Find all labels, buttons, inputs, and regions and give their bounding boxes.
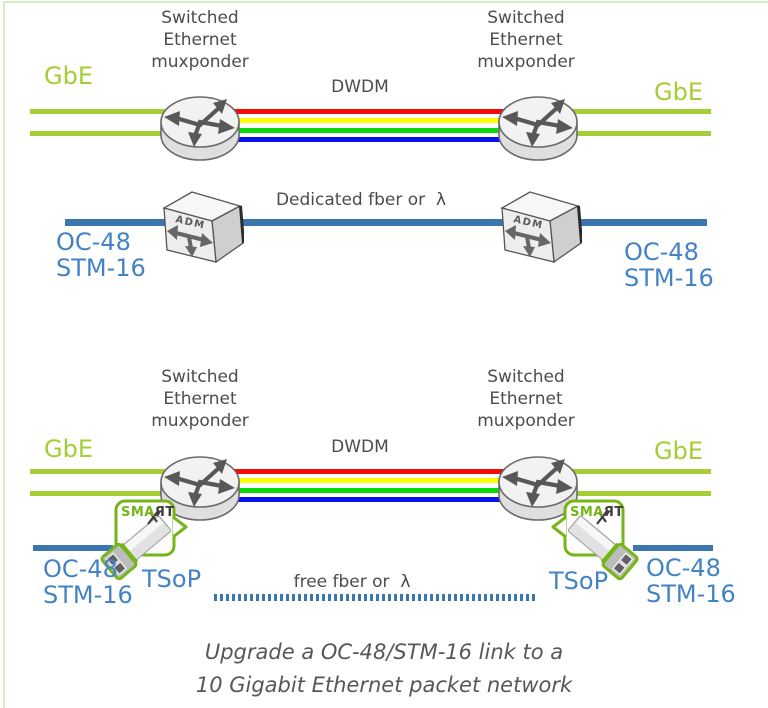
page-border-top: [3, 1, 768, 3]
caption-line-2: 10 Gigabit Ethernet packet network: [195, 673, 573, 697]
oc48-label-middle-left: OC-48 STM-16: [56, 228, 146, 282]
oc48-label-middle-right: OC-48 STM-16: [624, 238, 714, 292]
gbe-label-top-left: GbE: [44, 62, 93, 90]
gbe-line-top-right-2: [536, 131, 711, 136]
gbe-line-bottom-right-2: [536, 491, 711, 496]
dwdm-label-bottom: DWDM: [331, 437, 389, 457]
sdh-line-bottom-left: [33, 545, 113, 551]
dwdm-lambda-bottom-green: [200, 488, 538, 493]
adm-icon-left: ADM: [162, 191, 244, 264]
gbe-label-bottom-left: GbE: [44, 435, 93, 463]
dwdm-lambda-top-red: [200, 109, 538, 114]
muxponder-label-bottom-right: Switched Ethernet muxponder: [477, 367, 575, 431]
smart-logo-right: SMAЯT: [570, 505, 624, 520]
adm-arrows: [175, 231, 205, 249]
sfp-module-left: [100, 515, 172, 581]
dwdm-lambda-top-green: [200, 128, 538, 133]
router-icon-top-right: [498, 94, 578, 164]
oc48-label-bottom-left: OC-48 STM-16: [43, 555, 133, 609]
muxponder-label-bottom-left: Switched Ethernet muxponder: [151, 367, 249, 431]
adm-arrows: [513, 231, 543, 249]
dwdm-lambda-bottom-yellow: [200, 478, 538, 483]
tsop-label-right: TSoP: [549, 567, 609, 595]
dwdm-lambda-bottom-red: [200, 469, 538, 474]
tsop-label-left: TSoP: [142, 565, 202, 593]
smart-logo-mark-right: [596, 510, 608, 525]
smart-sfp-callout-right: SMAЯT: [551, 499, 639, 581]
smart-sfp-callout-left: SMAЯT: [100, 499, 188, 581]
gbe-line-top-right-1: [536, 109, 711, 114]
smart-bubble-right: [551, 499, 639, 581]
sdh-line-bottom-right: [633, 545, 713, 551]
gbe-line-top-left-2: [30, 131, 202, 136]
smart-logo-prefix: SMA: [121, 505, 155, 520]
muxponder-label-top-left: Switched Ethernet muxponder: [151, 8, 249, 72]
gbe-label-bottom-right: GbE: [654, 437, 703, 465]
adm-icon-right: ADM: [500, 191, 582, 264]
gbe-line-bottom-left-2: [30, 491, 202, 496]
smart-logo-prefix: SMA: [570, 505, 604, 520]
dedicated-fiber-label: Dedicated fber or λ: [275, 190, 447, 210]
smart-logo-suffix: ЯT: [604, 505, 624, 520]
dwdm-lambda-top-blue: [200, 137, 538, 142]
dwdm-label-top: DWDM: [331, 77, 389, 97]
gbe-line-top-left-1: [30, 109, 202, 114]
smart-logo-mark-left: [147, 510, 159, 525]
free-fiber-dotted-line: [214, 594, 537, 601]
gbe-line-bottom-right-1: [536, 469, 711, 474]
smart-logo-left: SMAЯT: [121, 505, 175, 520]
gbe-label-top-right: GbE: [654, 78, 703, 106]
free-fiber-label: free fber or λ: [293, 572, 411, 592]
smart-logo-suffix: ЯT: [155, 505, 175, 520]
oc48-label-bottom-right: OC-48 STM-16: [646, 554, 736, 608]
dwdm-lambda-bottom-blue: [200, 497, 538, 502]
smart-bubble-left: [100, 499, 188, 581]
muxponder-label-top-right: Switched Ethernet muxponder: [477, 8, 575, 72]
router-icon-top-left: [160, 94, 240, 164]
page-border-left: [3, 1, 5, 708]
sdh-line-middle: [65, 219, 707, 226]
gbe-line-bottom-left-1: [30, 469, 202, 474]
sfp-module-right: [567, 515, 639, 581]
caption-line-1: Upgrade a OC-48/STM-16 link to a: [204, 640, 564, 664]
dwdm-lambda-top-yellow: [200, 118, 538, 123]
